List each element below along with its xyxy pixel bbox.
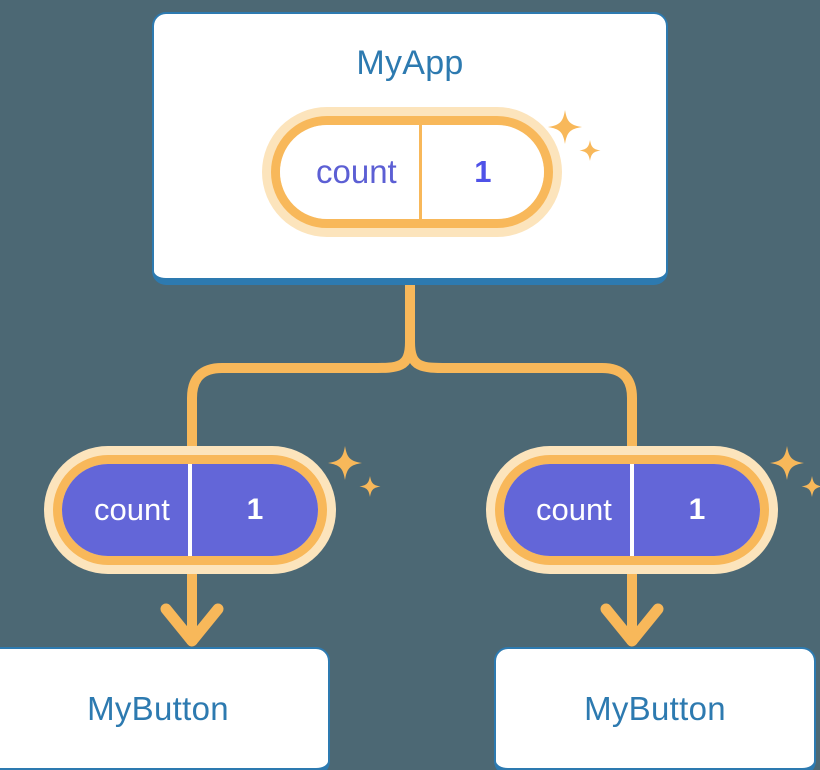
state-key-label: count <box>94 492 170 527</box>
down-arrow-icon-right <box>600 570 664 647</box>
component-card-mybutton-right[interactable]: MyButton <box>494 647 816 770</box>
state-pill-myapp[interactable]: count 1 <box>262 107 562 237</box>
sparkle-icon-small <box>801 476 820 497</box>
state-value-label: 1 <box>629 464 760 556</box>
state-value-label: 1 <box>418 125 544 219</box>
pill-ring <box>495 455 769 565</box>
pill-face: count 1 <box>280 125 544 219</box>
state-key-label: count <box>536 492 612 527</box>
sparkle-icon-small <box>359 476 381 497</box>
page-title: MyApp <box>356 44 464 82</box>
state-value-label: 1 <box>187 464 318 556</box>
component-card-mybutton-left[interactable]: MyButton <box>0 647 330 770</box>
component-card-title: MyButton <box>87 689 229 727</box>
state-pill-right-button[interactable]: count 1 <box>486 446 778 574</box>
component-card-title: MyButton <box>584 689 726 727</box>
connector-to-left-node <box>187 341 415 452</box>
pill-ring <box>271 116 553 228</box>
connector-to-right-node <box>405 341 637 452</box>
pill-face: count 1 <box>504 464 760 556</box>
down-arrow-icon-left <box>160 570 224 647</box>
pill-ring <box>53 455 327 565</box>
pill-face: count 1 <box>62 464 318 556</box>
state-pill-left-button[interactable]: count 1 <box>44 446 336 574</box>
state-key-label: count <box>316 153 397 190</box>
